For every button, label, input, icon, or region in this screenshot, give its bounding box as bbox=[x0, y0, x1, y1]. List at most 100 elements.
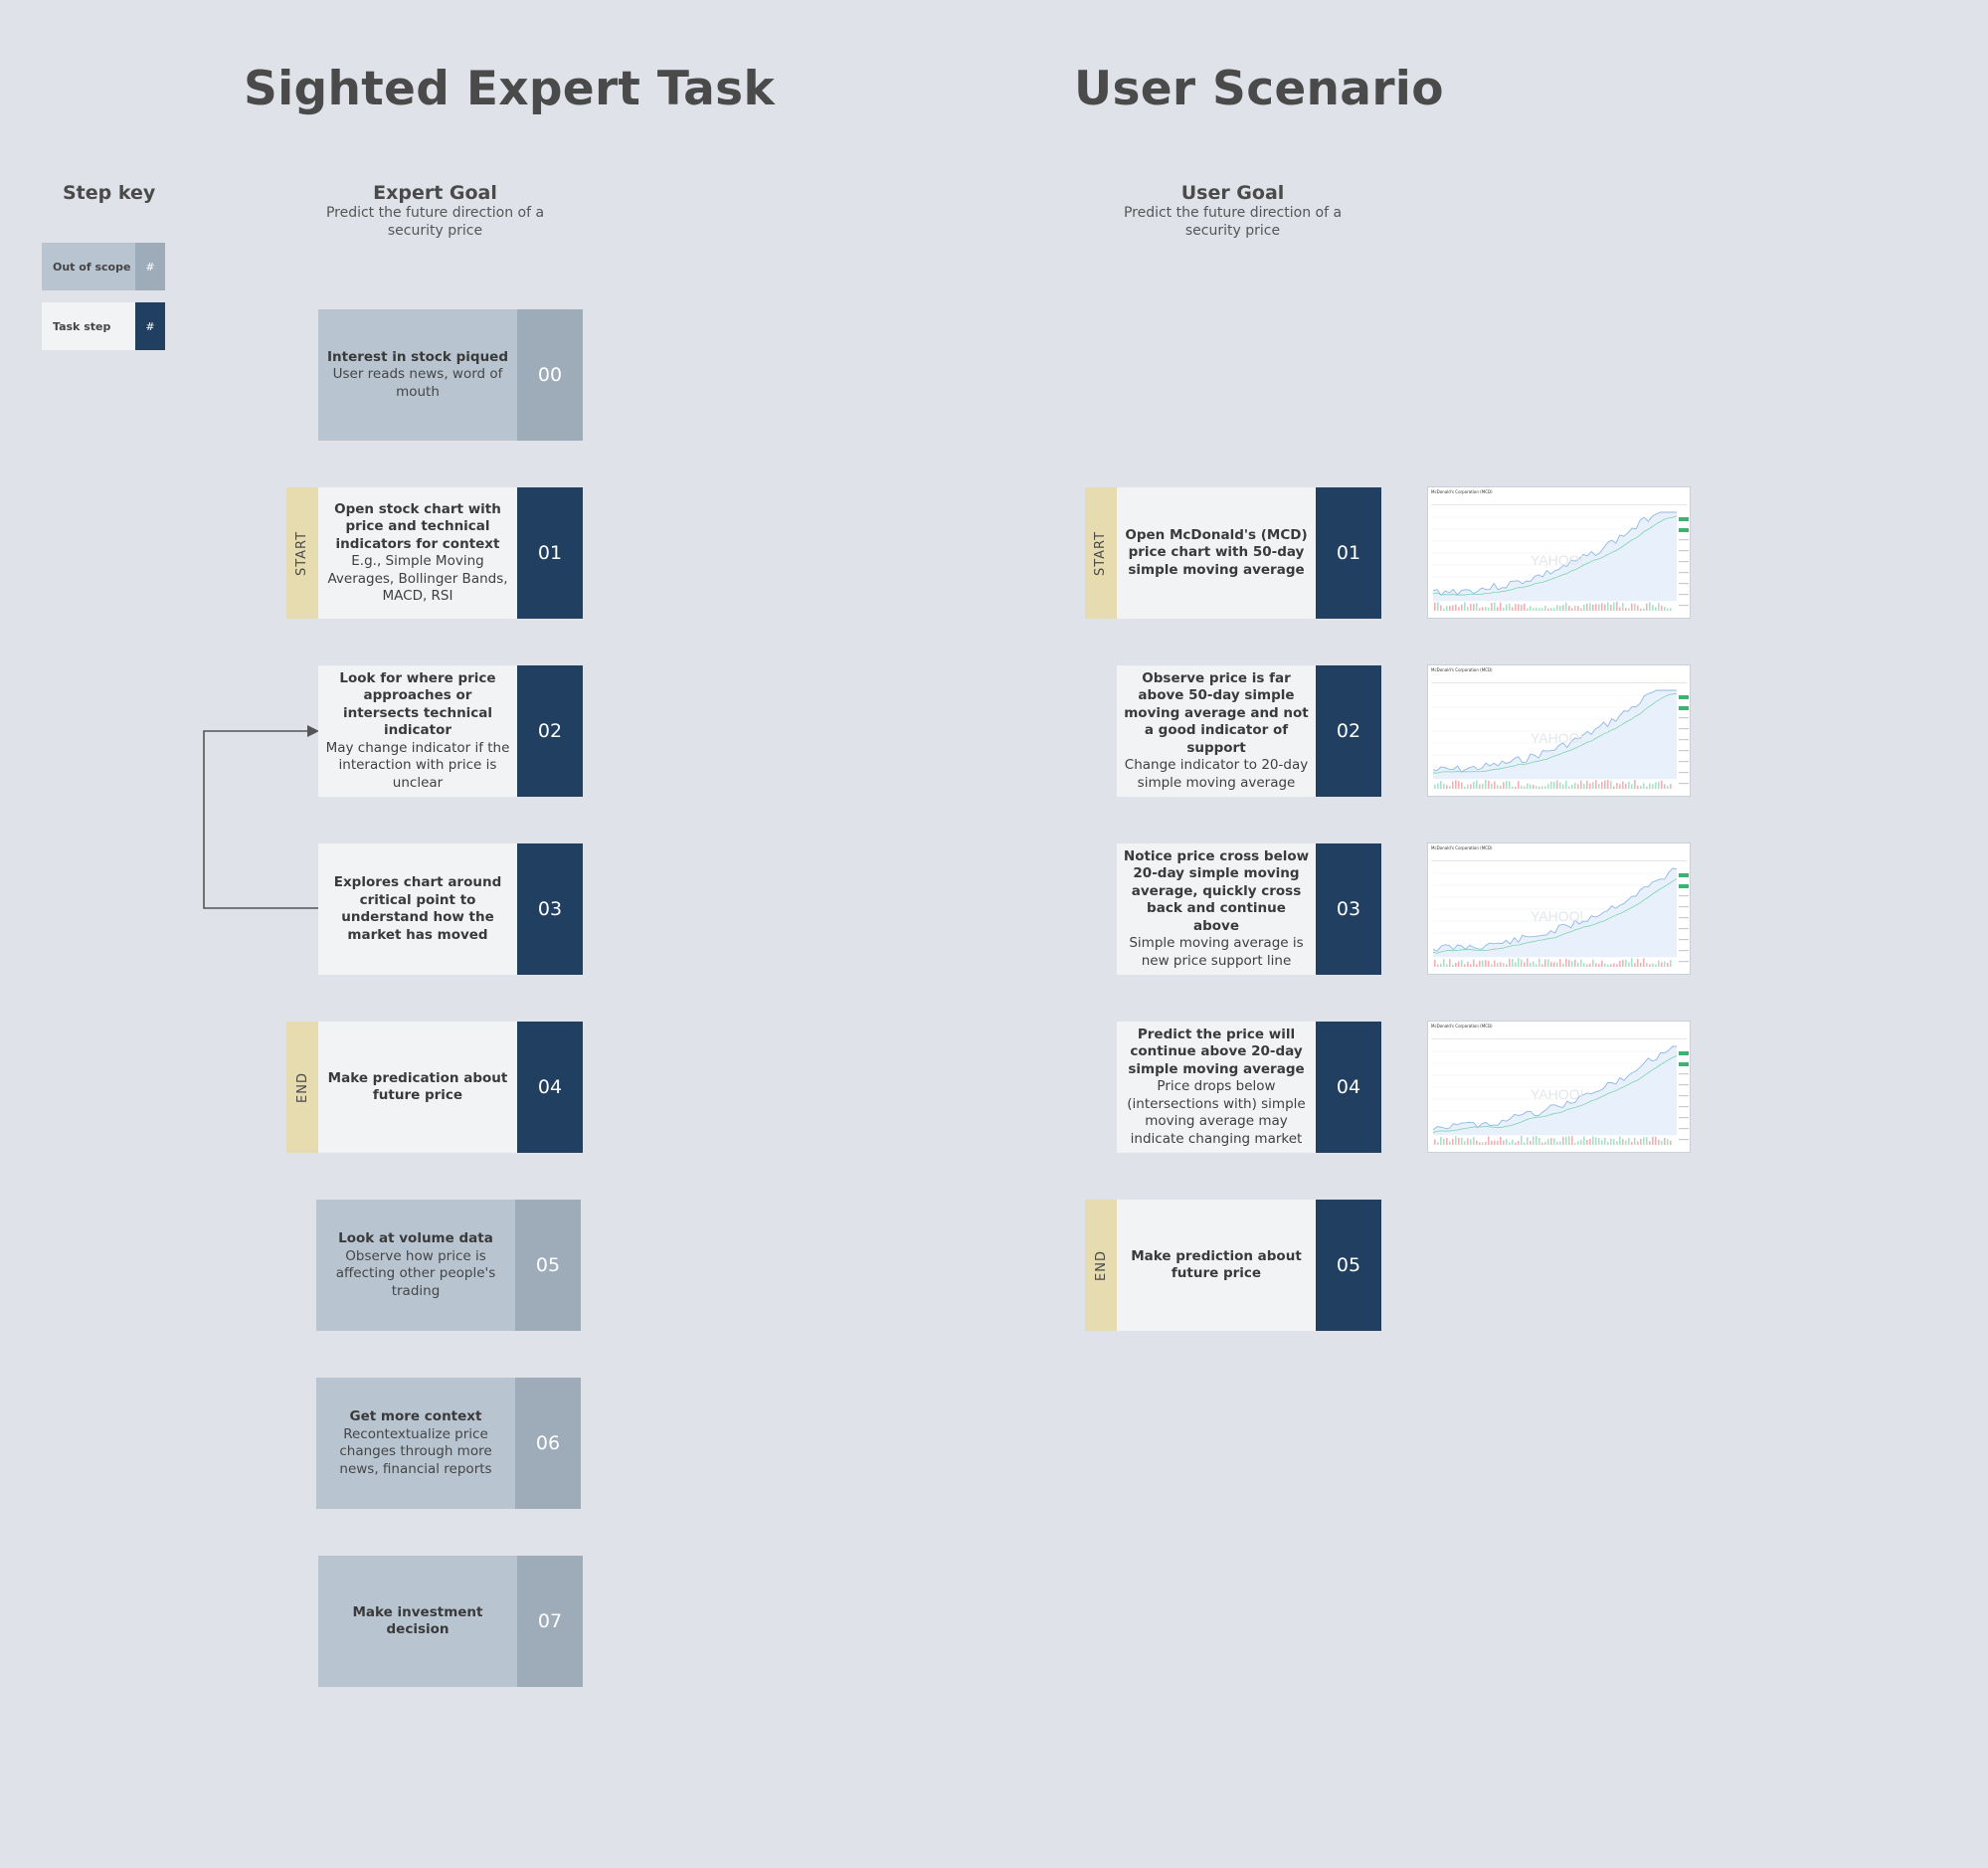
chart-thumbnail-volume-bar bbox=[1527, 1137, 1529, 1145]
chart-thumbnail-volume-bar bbox=[1449, 786, 1451, 789]
chart-thumbnail-volume-bar bbox=[1628, 1138, 1630, 1145]
chart-thumbnail-volume-bar bbox=[1589, 603, 1591, 611]
step-detail: Recontextualize price changes through mo… bbox=[339, 1425, 492, 1477]
chart-thumbnail-volume-bar bbox=[1580, 608, 1582, 611]
step-key-symbol: # bbox=[135, 302, 165, 350]
chart-thumbnail-volume-bar bbox=[1601, 782, 1603, 789]
chart-thumbnail-volume-bar bbox=[1437, 783, 1439, 789]
chart-thumbnail-price-line bbox=[1432, 689, 1677, 773]
chart-thumbnail-volume-bar bbox=[1467, 961, 1469, 967]
chart-thumbnail-volume-bar bbox=[1464, 1141, 1466, 1145]
chart-thumbnail-volume-bar bbox=[1455, 962, 1457, 967]
chart-thumbnail-axis-tag bbox=[1679, 539, 1689, 541]
chart-thumbnail-volume-bar bbox=[1670, 608, 1672, 611]
chart-thumbnail-volume-bar bbox=[1550, 1138, 1552, 1145]
chart-thumbnail-volume-bar bbox=[1541, 1142, 1543, 1145]
chart-thumbnail-volume-bar bbox=[1479, 960, 1481, 967]
chart-thumbnail-volume-bar bbox=[1464, 786, 1466, 789]
chart-thumbnail-area bbox=[1433, 512, 1677, 601]
chart-thumbnail-volume-bar bbox=[1559, 1141, 1561, 1145]
chart-thumbnail-axis-tag bbox=[1679, 1051, 1689, 1055]
chart-thumbnail-volume-bar bbox=[1434, 784, 1436, 789]
chart-thumbnail-volume-bar bbox=[1473, 1137, 1475, 1145]
chart-thumbnail-volume-bar bbox=[1559, 605, 1561, 611]
chart-thumbnail-volume-bar bbox=[1646, 1137, 1648, 1145]
chart-thumbnail-volume-bar bbox=[1577, 784, 1579, 789]
chart-thumbnail-volume-bar bbox=[1467, 1138, 1469, 1145]
chart-thumbnail-volume-bar bbox=[1670, 784, 1672, 789]
chart-thumbnail-volume-bar bbox=[1500, 785, 1502, 789]
chart-thumbnail-axis-tag bbox=[1679, 884, 1689, 888]
chart-thumbnail-volume-bar bbox=[1443, 1138, 1445, 1145]
chart-thumbnail-price-line bbox=[1432, 511, 1677, 597]
chart-thumbnail-volume-bar bbox=[1547, 1139, 1549, 1145]
chart-thumbnail-volume-bar bbox=[1485, 607, 1487, 611]
chart-thumbnail-volume-bar bbox=[1440, 781, 1442, 789]
chart-thumbnail-volume-bar bbox=[1634, 1137, 1636, 1145]
expert-step-04: Make predication about future price 04 bbox=[318, 1022, 583, 1153]
chart-thumbnail-volume-bar bbox=[1476, 603, 1478, 611]
chart-thumbnail-volume-bar bbox=[1664, 1137, 1666, 1145]
chart-thumbnail-volume-bar bbox=[1553, 1138, 1555, 1145]
chart-thumbnail-volume-bar bbox=[1538, 958, 1540, 967]
chart-thumbnail-volume-bar bbox=[1658, 1139, 1660, 1145]
expert-step-07: Make investment decision 07 bbox=[318, 1556, 583, 1687]
chart-thumbnail-volume-bar bbox=[1586, 1139, 1588, 1145]
chart-thumbnail-graphic: YAHOO! bbox=[1432, 867, 1689, 967]
chart-thumbnail-volume-bar bbox=[1565, 958, 1567, 967]
chart-thumbnail-volume-bar bbox=[1449, 959, 1451, 967]
chart-thumbnail-volume-bar bbox=[1446, 964, 1448, 967]
chart-thumbnail-volume-bar bbox=[1485, 1142, 1487, 1145]
chart-thumbnail-volume-bar bbox=[1607, 964, 1609, 967]
chart-thumbnail-volume-bar bbox=[1664, 607, 1666, 611]
chart-thumbnail-axis-tag bbox=[1679, 873, 1689, 877]
step-number: 03 bbox=[517, 843, 583, 975]
chart-thumbnail-volume-bar bbox=[1455, 1136, 1457, 1145]
step-title: Interest in stock piqued bbox=[326, 348, 508, 365]
chart-thumbnail-volume-bar bbox=[1616, 602, 1618, 611]
expert-step-02: Look for where price approaches or inter… bbox=[318, 665, 583, 797]
chart-thumbnail-volume-bar bbox=[1449, 1141, 1451, 1145]
chart-thumbnail-volume-bar bbox=[1518, 958, 1520, 967]
step-detail: Observe how price is affecting other peo… bbox=[335, 1247, 496, 1299]
start-tab: START bbox=[286, 487, 318, 619]
chart-thumbnail-volume-bar bbox=[1574, 605, 1576, 611]
chart-thumbnail-volume-bar bbox=[1664, 784, 1666, 789]
step-number: 07 bbox=[517, 1556, 583, 1687]
chart-thumbnail-volume-bar bbox=[1622, 781, 1624, 789]
chart-thumbnail-volume-bar bbox=[1458, 961, 1460, 967]
chart-thumbnail-axis-tag bbox=[1679, 750, 1689, 752]
chart-thumbnail-volume-bar bbox=[1661, 1141, 1663, 1145]
chart-thumbnail-volume-bar bbox=[1536, 607, 1537, 611]
chart-thumbnail-graphic: YAHOO! bbox=[1432, 689, 1689, 789]
chart-thumbnail-volume-bar bbox=[1625, 959, 1627, 967]
step-number: 00 bbox=[517, 309, 583, 441]
chart-thumbnail-axis-tag bbox=[1679, 928, 1689, 930]
chart-thumbnail-watermark: YAHOO! bbox=[1531, 908, 1583, 924]
chart-thumbnail-volume-bar bbox=[1589, 1138, 1591, 1145]
chart-thumbnail-volume-bar bbox=[1443, 783, 1445, 789]
step-detail: E.g., Simple Moving Averages, Bollinger … bbox=[327, 553, 508, 604]
chart-thumbnail-volume-bar bbox=[1470, 604, 1472, 611]
chart-thumbnail-volume-bar bbox=[1509, 603, 1511, 611]
chart-thumbnail-volume-bar bbox=[1443, 608, 1445, 611]
chart-thumbnail-volume-bar bbox=[1583, 963, 1585, 967]
chart-thumbnail-volume-bar bbox=[1616, 1141, 1618, 1145]
chart-thumbnail-volume-bar bbox=[1512, 1139, 1514, 1145]
chart-thumbnail-volume-bar bbox=[1503, 782, 1505, 789]
chart-thumbnail-volume-bar bbox=[1527, 958, 1529, 967]
chart-thumbnail-volume-bar bbox=[1586, 964, 1588, 967]
chart-thumbnail-volume-bar bbox=[1515, 786, 1517, 789]
chart-thumbnail-volume-bar bbox=[1479, 1142, 1481, 1145]
chart-thumbnail-volume-bar bbox=[1565, 780, 1567, 789]
chart-thumbnail-volume-bar bbox=[1613, 786, 1615, 789]
step-number: 06 bbox=[515, 1378, 581, 1509]
chart-thumbnail-volume-bar bbox=[1571, 784, 1573, 789]
chart-thumbnail-volume-bar bbox=[1467, 607, 1469, 611]
chart-thumbnail-volume-bar bbox=[1527, 608, 1529, 611]
chart-thumbnail-volume-bar bbox=[1440, 605, 1442, 611]
chart-thumbnail-volume-bar bbox=[1494, 602, 1496, 611]
chart-thumbnail-axis-tag bbox=[1679, 1095, 1689, 1097]
chart-thumbnail-volume-bar bbox=[1446, 606, 1448, 611]
